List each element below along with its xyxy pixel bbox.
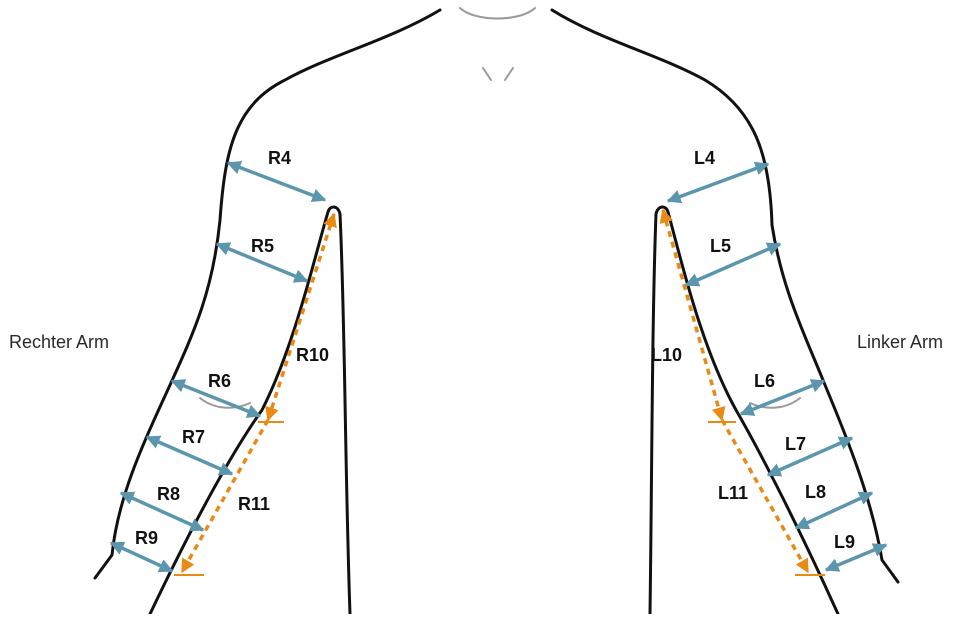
neckline bbox=[460, 8, 535, 19]
label-l4: L4 bbox=[694, 148, 715, 168]
measure-arrow-r10 bbox=[268, 214, 334, 420]
label-r5: R5 bbox=[251, 236, 274, 256]
label-r7: R7 bbox=[182, 427, 205, 447]
label-l5: L5 bbox=[710, 236, 731, 256]
label-l11: L11 bbox=[718, 483, 748, 503]
measure-arrow-r4 bbox=[228, 163, 325, 200]
label-l8: L8 bbox=[805, 482, 826, 502]
right-arm-label: Rechter Arm bbox=[9, 332, 109, 353]
measure-arrow-l4 bbox=[668, 164, 768, 201]
length-arrows bbox=[182, 210, 808, 572]
right-shoulder-outline bbox=[95, 10, 440, 578]
label-r4: R4 bbox=[268, 148, 291, 168]
label-l7: L7 bbox=[785, 434, 806, 454]
label-r9: R9 bbox=[135, 528, 158, 548]
label-l6: L6 bbox=[754, 371, 775, 391]
label-r10: R10 bbox=[296, 345, 329, 365]
label-r8: R8 bbox=[157, 484, 180, 504]
label-l9: L9 bbox=[834, 532, 855, 552]
label-r11: R11 bbox=[238, 494, 270, 514]
circumference-arrows bbox=[111, 163, 886, 571]
sternum-notch bbox=[483, 68, 513, 80]
left-arm-label: Linker Arm bbox=[857, 332, 943, 353]
measurement-labels: R4 R5 R6 R7 R8 R9 R10 R11 L4 L5 L6 L7 L8… bbox=[135, 148, 855, 552]
label-r6: R6 bbox=[208, 371, 231, 391]
neck-details bbox=[200, 8, 800, 408]
label-l10: L10 bbox=[651, 345, 682, 365]
measure-arrow-l5 bbox=[686, 244, 780, 285]
body-outline bbox=[95, 10, 898, 614]
measure-arrow-l7 bbox=[768, 438, 852, 475]
